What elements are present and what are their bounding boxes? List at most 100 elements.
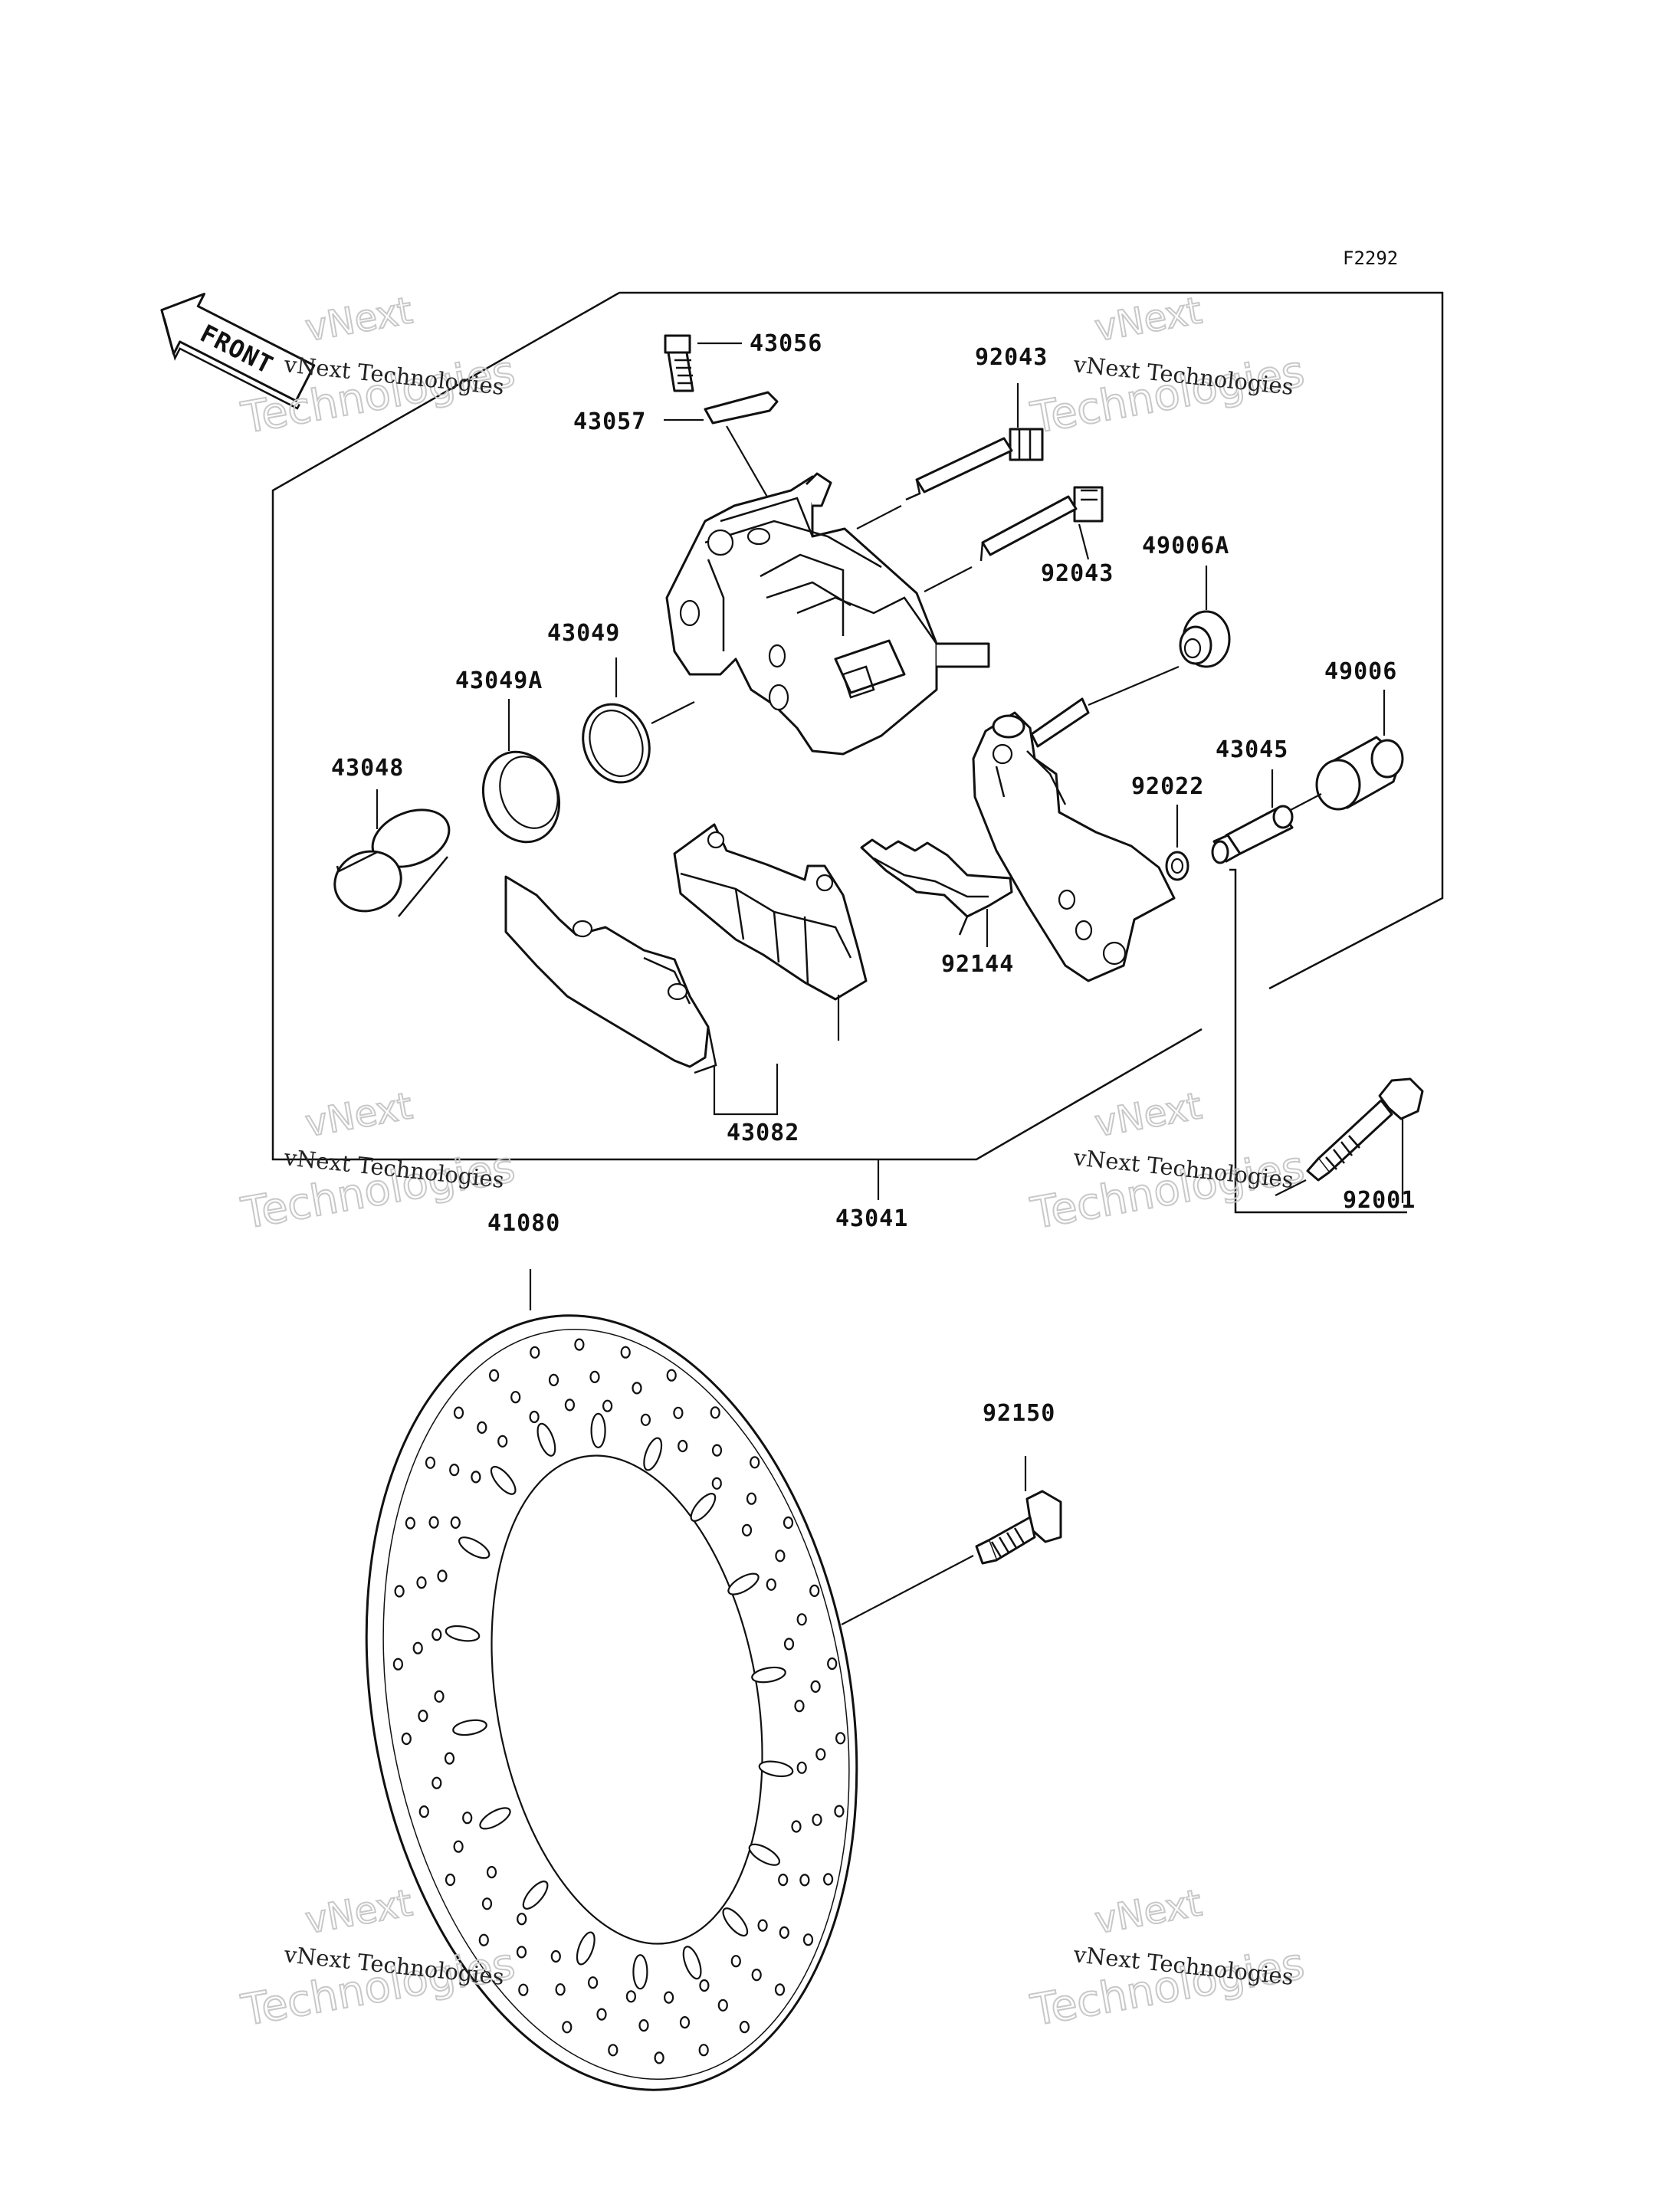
caliper-boundary-left [271,291,1203,1161]
label-92043-upper: 92043 [975,344,1048,371]
disc-hole [497,1435,508,1448]
disc-hole [434,1690,445,1703]
disc-slot [758,1760,794,1778]
disc-hole [711,1477,722,1490]
disc-hole [835,1732,846,1745]
disc-hole [517,1913,527,1926]
disc-hole [774,1983,786,1996]
disc-hole [638,2019,649,2032]
disc-hole [812,1813,822,1826]
disc-hole [478,1933,489,1946]
disc-hole [778,1874,789,1887]
watermark-3: vNext Technologies vNext Technologies [237,1084,520,1240]
disc-slot [722,1907,749,1937]
dust-seal-part [481,699,561,844]
disc-slot [490,1465,517,1495]
disc-slot [682,1946,702,1980]
watermark-6: vNext Technologies vNext Technologies [1026,1881,1309,2037]
disc-slot [536,1422,556,1457]
pad-leader [713,1064,779,1116]
disc-hole [555,1983,566,1996]
disc-hole [757,1919,768,1932]
disc-hole [779,1926,789,1939]
disc-hole [550,1949,561,1963]
label-49006a: 49006A [1142,533,1229,559]
label-92022: 92022 [1131,773,1204,800]
disc-hole [663,1991,674,2004]
caliper-sleeve-part [1211,769,1294,864]
disc-hole [431,1776,442,1789]
brake-pad-inner-part [673,823,868,1001]
label-41080: 41080 [487,1210,560,1237]
disc-hole [746,1492,757,1505]
disc-hole [418,1710,428,1723]
disc-hole [462,1812,473,1825]
disc-bolt-part [841,1456,1062,1625]
disc-slot [751,1666,786,1684]
disc-hole [445,1873,456,1887]
label-43048: 43048 [331,755,404,782]
caliper-pin-upper-part [856,383,1044,530]
disc-hole [394,1585,405,1598]
disc-hole [822,1873,834,1886]
bleeder-valve-part [664,334,742,392]
disc-hole [640,1413,651,1426]
disc-hole [750,1456,760,1469]
disc-hole [401,1732,412,1746]
disc-hole [449,1463,460,1477]
disc-slot [748,1843,780,1866]
svg-text:vNext: vNext [1091,1881,1205,1943]
disc-hole [431,1628,442,1641]
disc-slot [458,1536,491,1559]
disc-hole [741,1523,753,1537]
caliper-bolt-part [1275,1077,1424,1203]
label-43049a: 43049A [455,667,543,694]
piston-part [333,789,452,917]
disc-hole [596,2008,607,2021]
disc-hole [620,1346,631,1359]
disc-hole [766,1578,776,1591]
disc-hole [679,2016,691,2029]
disc-slot [632,1954,648,1990]
disc-hole [632,1382,642,1395]
disc-slot [727,1572,760,1595]
disc-hole [587,1976,599,1989]
disc-hole [796,1613,807,1626]
disc-hole [450,1516,461,1530]
disc-hole [444,1752,455,1765]
disc-hole [510,1391,521,1404]
label-43057: 43057 [573,408,646,435]
disc-hole [425,1456,436,1469]
disc-hole [678,1439,688,1453]
label-43082: 43082 [727,1120,799,1146]
disc-hole [699,1979,710,1992]
disc-hole [564,1399,576,1412]
disc-hole [717,1999,728,2012]
svg-text:vNext: vNext [302,289,415,350]
disc-hole [589,1370,600,1384]
disc-hole [809,1584,820,1597]
disc-hole [654,2051,664,2064]
caliper-assembly-boundary [619,291,1444,990]
disc-hole [625,1990,637,2003]
svg-text:vNext: vNext [1091,289,1205,350]
disc-hole [783,1638,795,1651]
disc-hole [548,1373,559,1387]
watermark-2: vNext Technologies vNext Technologies [1026,288,1309,444]
svg-text:vNext: vNext [302,1084,415,1146]
disc-hole [405,1517,416,1530]
pin-boot-large-part [1288,690,1404,812]
disc-hole [428,1516,439,1529]
label-92001: 92001 [1343,1187,1416,1214]
disc-slot [690,1493,717,1522]
disc-hole [834,1805,845,1818]
disc-hole [488,1369,500,1382]
disc-hole [791,1820,802,1833]
disc-hole [516,1946,527,1959]
pad-spring-part [860,838,1013,947]
part-labels: 43056 43057 92043 92043 49006A 43049 430… [331,330,1416,1427]
disc-hole [698,2044,709,2057]
figure-ref: F2292 [1343,248,1398,269]
disc-slot [643,1437,663,1471]
